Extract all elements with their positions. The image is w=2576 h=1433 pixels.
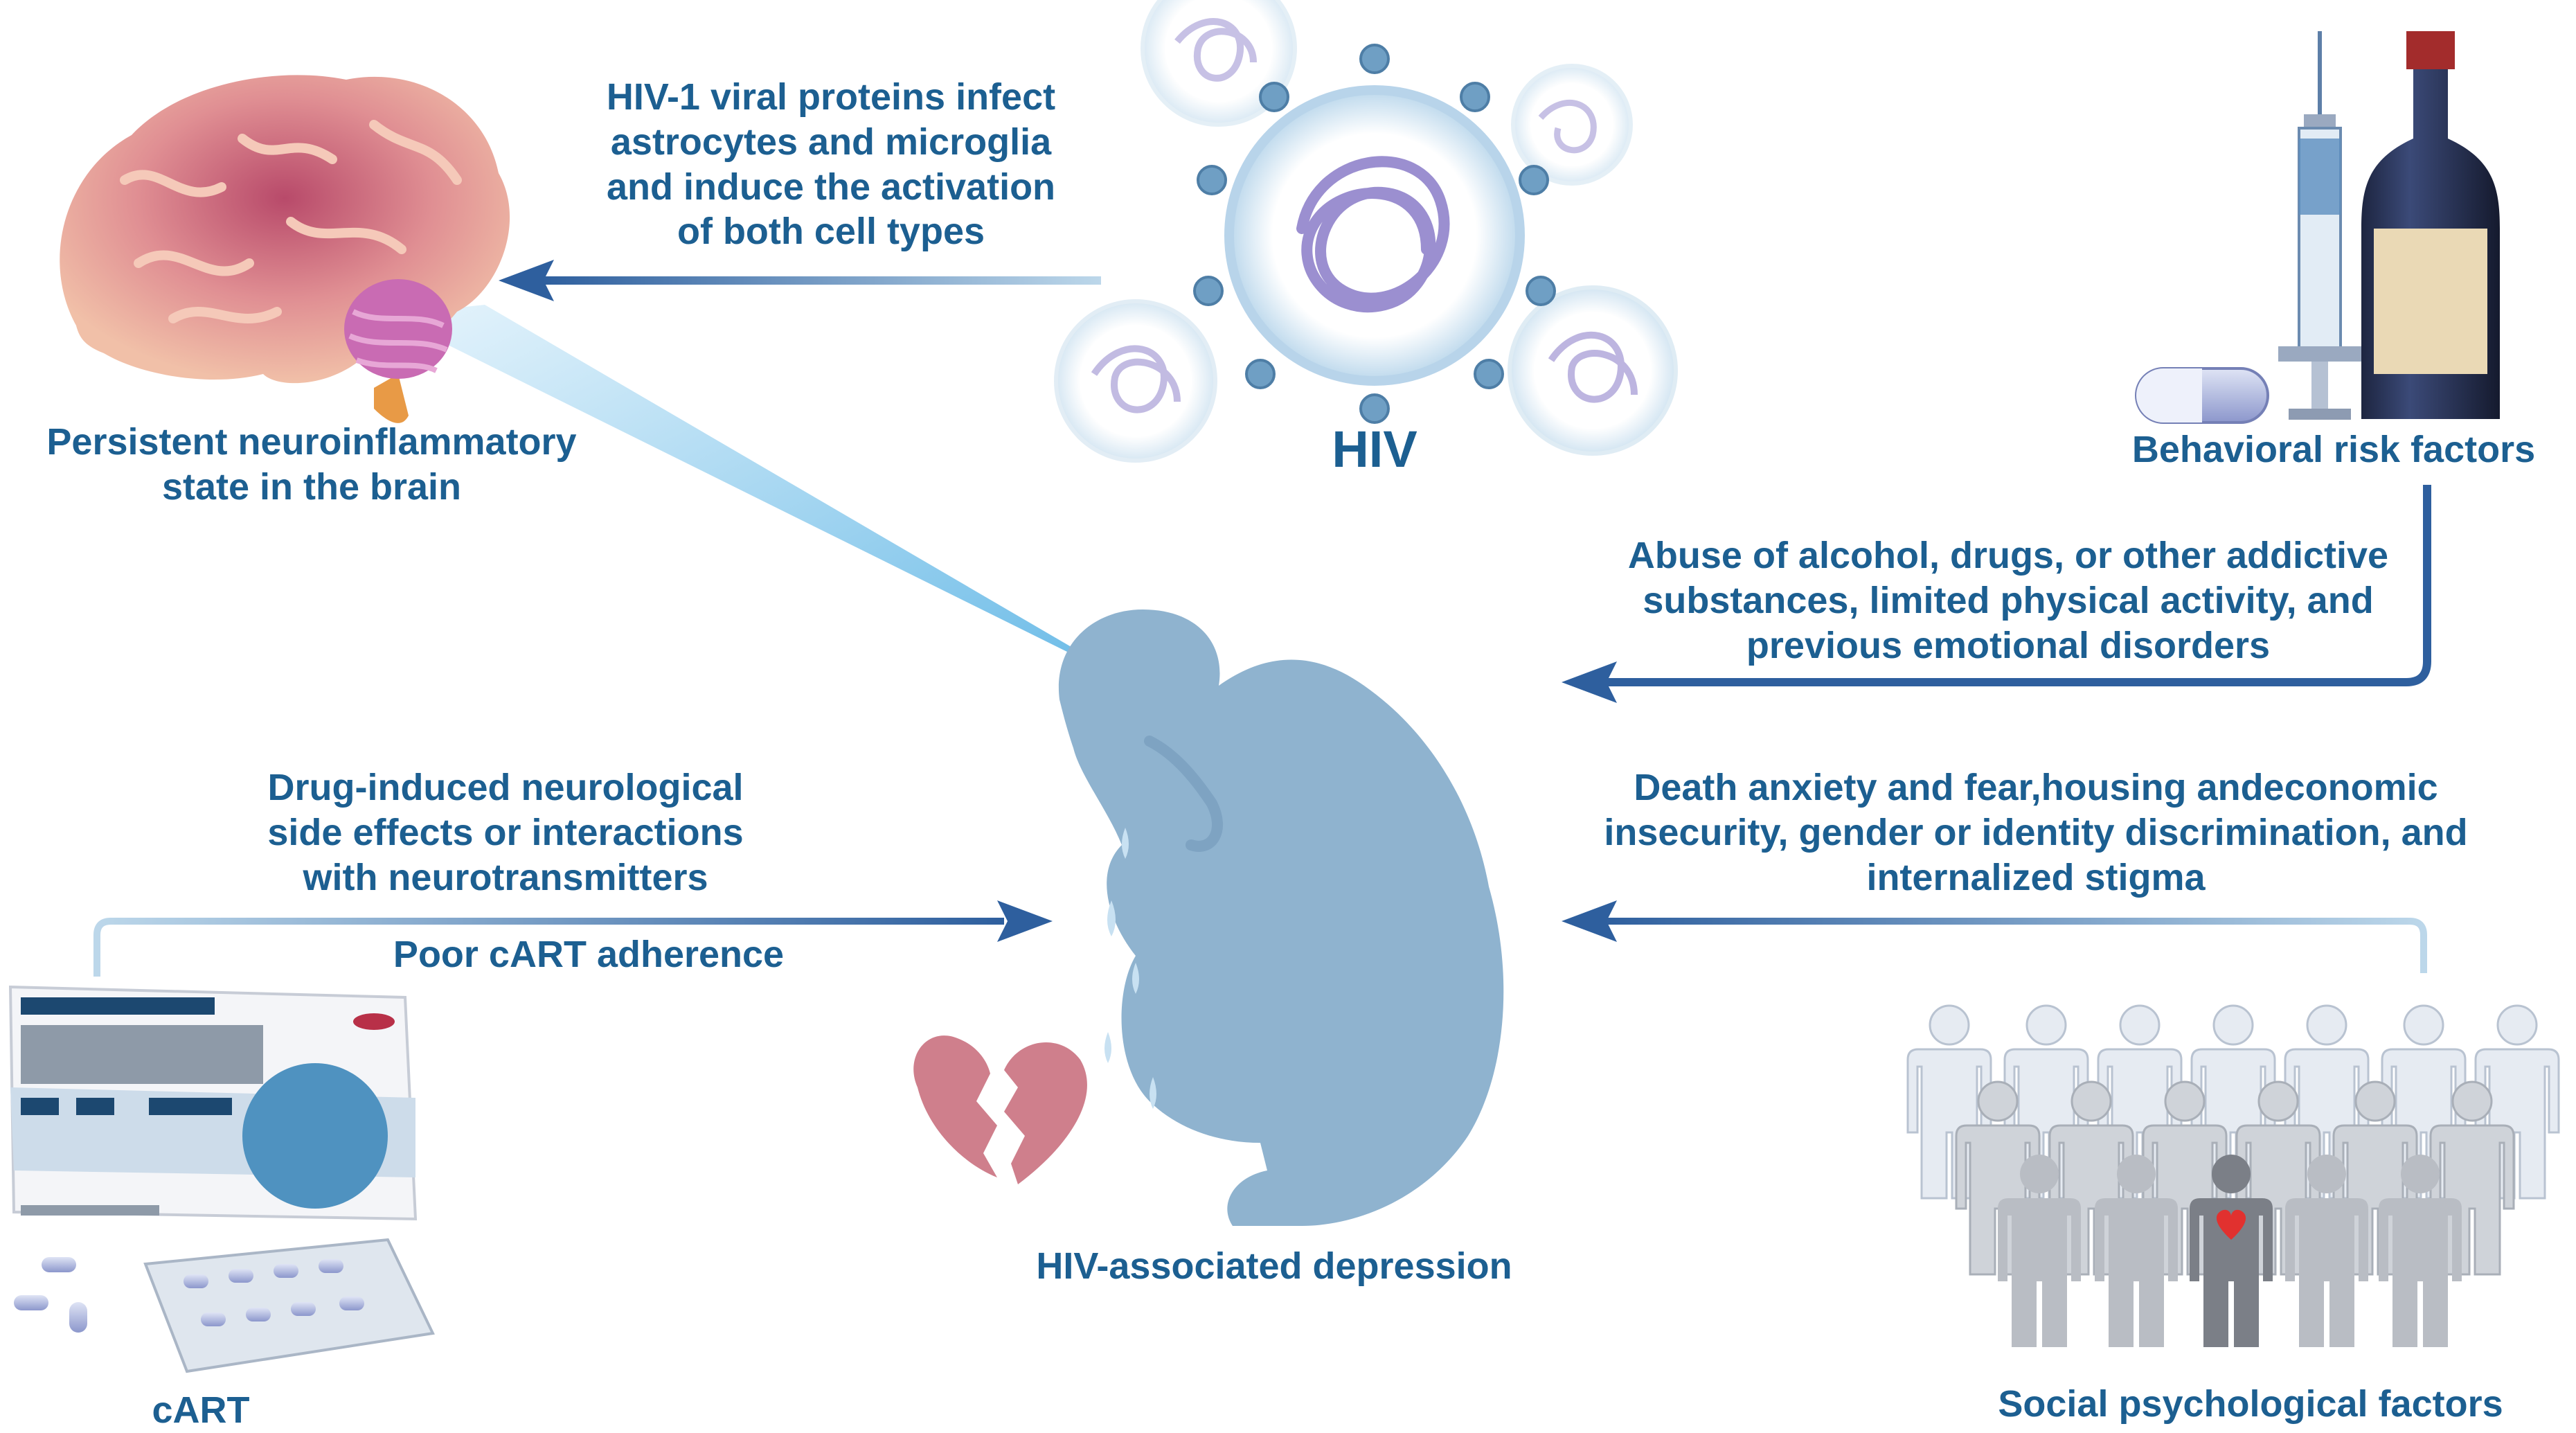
arrow-social-to-depression	[1562, 900, 2427, 973]
person-figure-icon	[2379, 1155, 2462, 1347]
arrow-hiv-to-brain	[499, 260, 1101, 301]
depression-title-label: HIV-associated depression	[1036, 1245, 1512, 1287]
person-figure-icon	[2095, 1155, 2178, 1347]
highlighted-person-icon	[2190, 1155, 2273, 1347]
cart-title-label: cART	[152, 1389, 250, 1431]
person-figure-icon	[1998, 1155, 2081, 1347]
person-figure-icon	[2429, 1080, 2515, 1276]
red-heart-icon	[2216, 1209, 2246, 1240]
sad-person-silhouette-icon	[1058, 609, 1504, 1226]
small-virus-icon	[1054, 299, 1217, 463]
small-virus-icon	[1511, 64, 1633, 186]
cart-medication-box-icon	[8, 985, 435, 1373]
arrow-behavioral-to-depression	[1562, 485, 2431, 703]
hiv-title-label: HIV	[1332, 420, 1417, 478]
broken-heart-icon	[913, 1035, 1087, 1184]
hiv-virus-cluster-icon	[1054, 0, 1678, 463]
brain-state-label: Persistent neuroinflammatory state in th…	[46, 421, 577, 508]
light-beam	[388, 305, 1150, 693]
poor-adherence-label: Poor cART adherence	[393, 934, 785, 975]
hiv-mechanism-label: HIV-1 viral proteins infect astrocytes a…	[606, 76, 1056, 253]
small-virus-icon	[1508, 285, 1678, 456]
behavioral-description-label: Abuse of alcohol, drugs, or other addict…	[1627, 535, 2389, 666]
tear-drops-icon	[1104, 828, 1156, 1109]
small-virus-icon	[1141, 0, 1297, 127]
behavioral-title-label: Behavioral risk factors	[2131, 429, 2536, 470]
main-virus-icon	[1193, 44, 1556, 424]
syringe-icon	[2278, 31, 2361, 420]
person-figure-icon	[2285, 1155, 2368, 1347]
behavioral-items-icon	[2135, 31, 2500, 424]
social-title-label: Social psychological factors	[1998, 1383, 2503, 1425]
arrow-cart-to-depression	[93, 900, 1053, 977]
social-description-label: Death anxiety and fear,housing andeconom…	[1604, 767, 2468, 898]
brain-icon	[60, 75, 510, 423]
wine-bottle-icon	[2361, 31, 2500, 419]
crowd-people-icon	[1906, 1004, 2560, 1347]
drug-effects-label: Drug-induced neurological side effects o…	[267, 767, 744, 898]
